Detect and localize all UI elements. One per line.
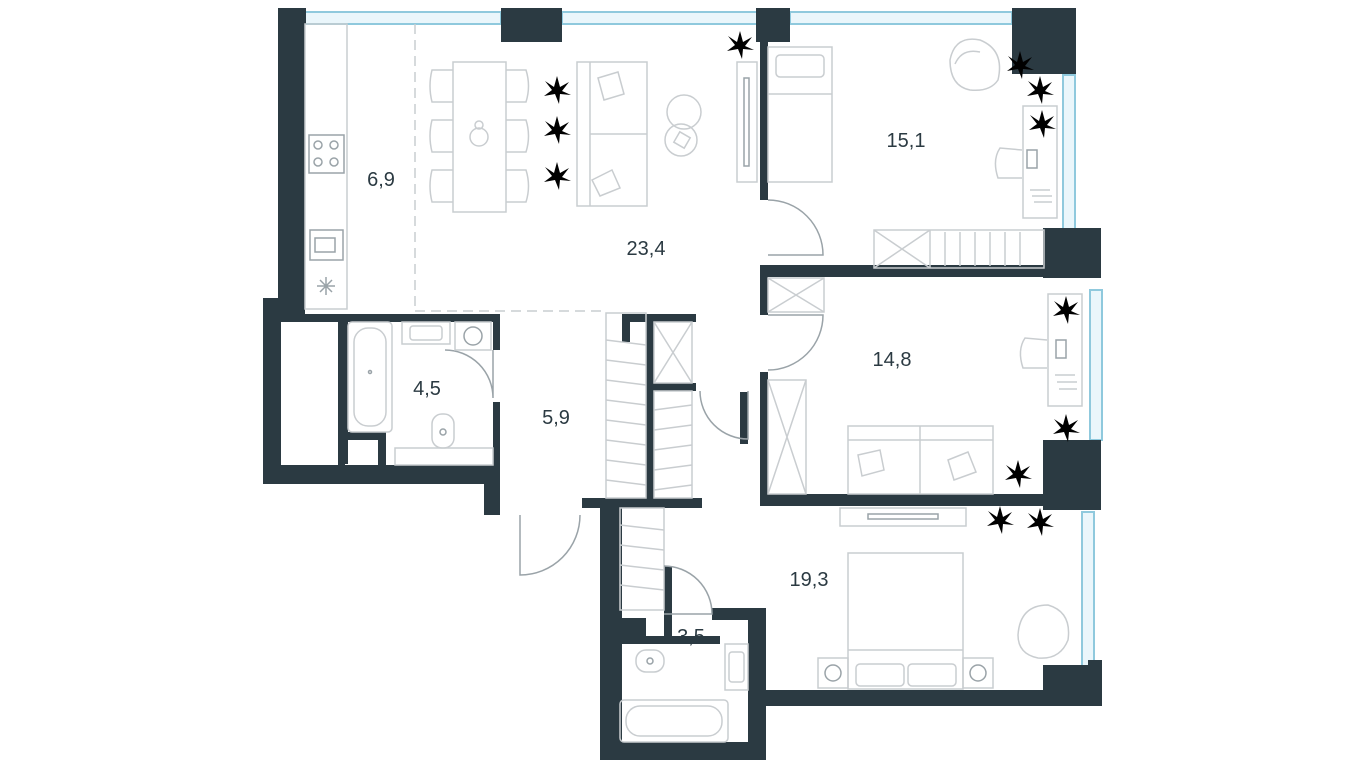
tv-unit <box>736 61 758 183</box>
area-bedroom-master: 19,3 <box>790 569 829 591</box>
tv-console <box>839 507 967 527</box>
window-bedroom-top-side <box>1062 74 1076 231</box>
coffee-table <box>664 94 702 157</box>
washing-machine <box>454 321 492 351</box>
walls <box>263 8 1102 760</box>
area-labels: 6,9 23,4 15,1 14,8 19,3 4,5 5,9 3,5 <box>367 130 925 648</box>
armchair <box>1017 604 1070 659</box>
dining-table <box>429 61 530 213</box>
area-hallway: 5,9 <box>542 407 570 429</box>
stairs <box>605 312 693 611</box>
sofa-icon <box>576 61 648 207</box>
chair-icon <box>994 147 1023 179</box>
toilet-icon <box>635 649 665 673</box>
bathtub-icon <box>619 699 729 743</box>
armchair <box>949 38 1001 92</box>
area-bathroom-left: 4,5 <box>413 378 441 400</box>
toilet-icon <box>431 413 455 449</box>
sofa-icon <box>847 425 994 495</box>
window-living-top-right <box>561 11 759 25</box>
plant-icon <box>544 31 1080 536</box>
wardrobe-middle <box>767 379 807 495</box>
area-bedroom-middle: 14,8 <box>873 349 912 371</box>
bed-icon <box>847 552 964 690</box>
window-bedroom-top <box>789 11 1013 25</box>
bed-icon <box>767 46 833 183</box>
area-bathroom-bottom: 3,5 <box>677 626 705 648</box>
doors <box>444 199 824 615</box>
desk-middle <box>1019 293 1083 407</box>
desk-top <box>1022 105 1058 219</box>
area-living: 23,4 <box>627 238 666 260</box>
bath-cabinet <box>394 447 494 466</box>
bathtub-icon <box>347 321 393 433</box>
window-master-side <box>1081 511 1095 668</box>
chair-icon <box>429 69 530 203</box>
kitchen-fixtures <box>304 23 348 310</box>
shaft <box>653 277 825 384</box>
stove-icon <box>308 134 345 174</box>
area-bedroom-top: 15,1 <box>887 130 926 152</box>
window-living-top <box>304 11 502 25</box>
sink-icon <box>309 229 344 261</box>
area-kitchen: 6,9 <box>367 169 395 191</box>
wardrobe-top <box>873 229 1045 269</box>
nightstands <box>817 657 994 689</box>
sink-icon <box>724 643 749 691</box>
window-bedroom-middle-side <box>1089 289 1103 441</box>
hood-icon <box>317 277 335 295</box>
sink-icon <box>401 321 451 345</box>
